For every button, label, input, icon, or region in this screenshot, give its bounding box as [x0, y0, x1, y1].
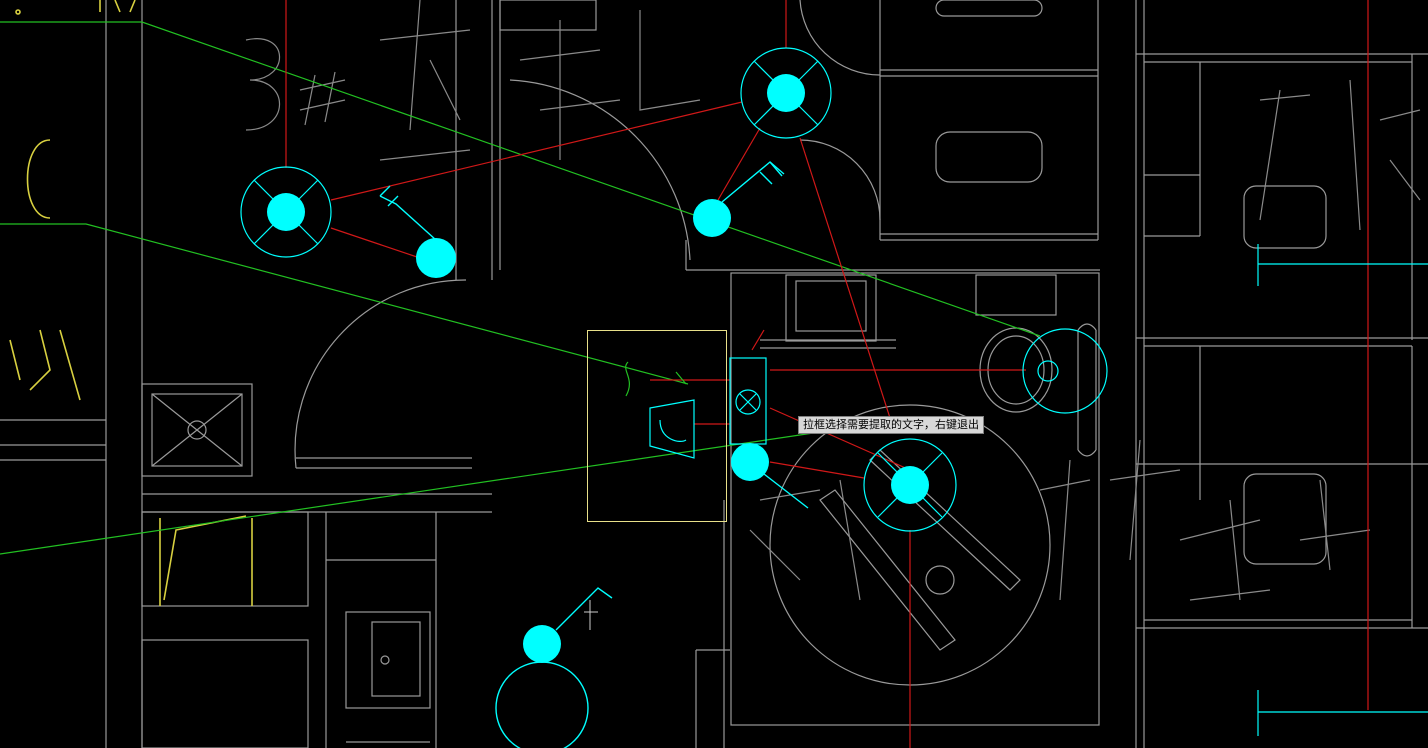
switch-leaders	[379, 161, 809, 748]
light-fixture-2[interactable]	[740, 47, 832, 139]
green-leader-lines	[0, 21, 1041, 555]
yellow-text-fragments	[9, 0, 253, 606]
exhaust-fan[interactable]	[1022, 328, 1108, 414]
distribution-box[interactable]	[649, 357, 767, 459]
switch-symbols[interactable]	[416, 199, 769, 663]
command-tooltip: 拉框选择需要提取的文字，右键退出	[798, 416, 984, 434]
selection-rectangle[interactable]	[587, 330, 727, 522]
light-fixture-1[interactable]	[240, 166, 332, 258]
green-arrow-tip	[625, 361, 687, 397]
light-fixture-3[interactable]	[863, 438, 957, 532]
cyan-dimension-lines	[1257, 244, 1428, 736]
cursor-crosshair	[584, 600, 598, 630]
red-wires	[285, 0, 1369, 748]
